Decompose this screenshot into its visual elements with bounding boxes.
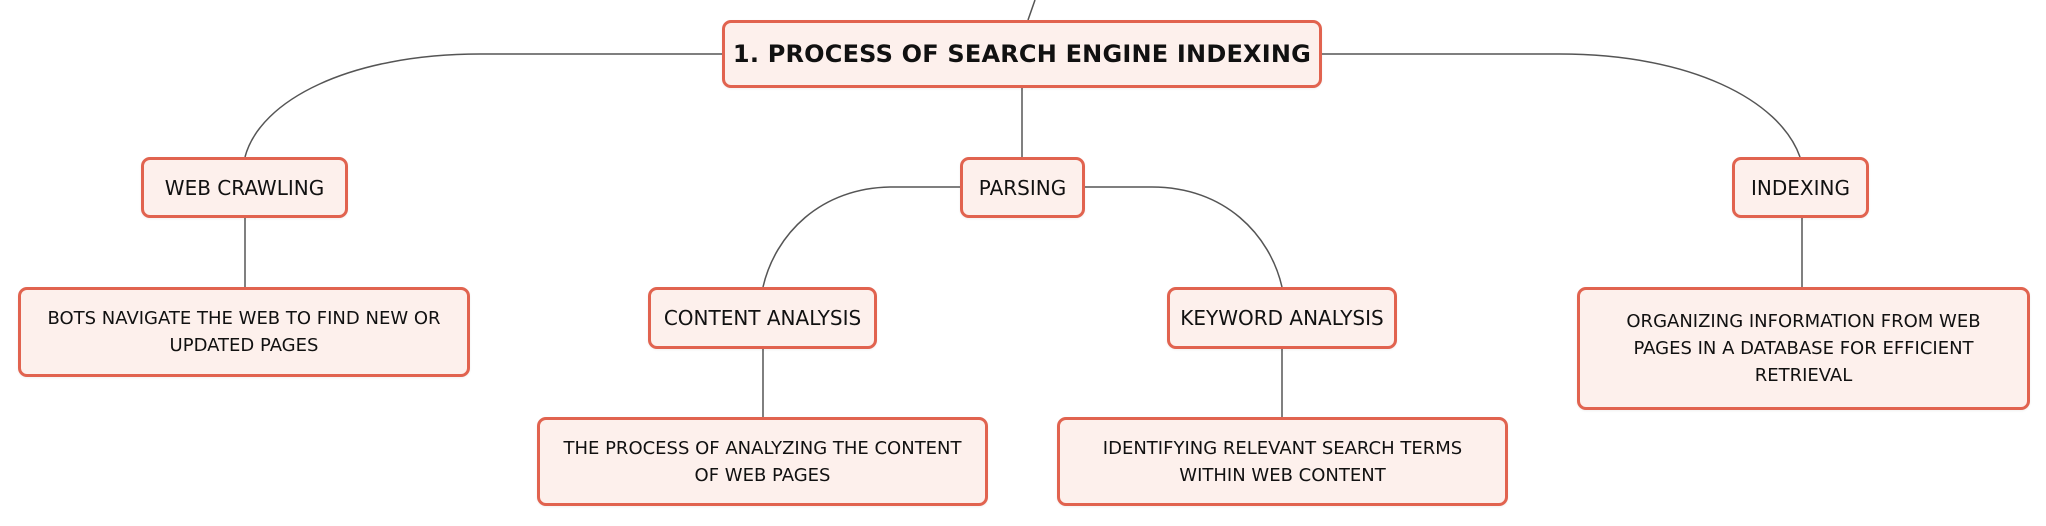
parsing-label: PARSING [978, 175, 1067, 200]
web-crawling-description: BOTS NAVIGATE THE WEB TO FIND NEW OR UPD… [47, 308, 441, 356]
indexing-node[interactable]: INDEXING [1732, 157, 1869, 218]
keyword-analysis-description: IDENTIFYING RELEVANT SEARCH TERMS WITHIN… [1102, 437, 1463, 486]
indexing-label: INDEXING [1751, 175, 1850, 200]
web-crawling-description-node[interactable]: BOTS NAVIGATE THE WEB TO FIND NEW OR UPD… [18, 287, 470, 377]
web-crawling-node[interactable]: WEB CRAWLING [141, 157, 348, 218]
content-analysis-node[interactable]: CONTENT ANALYSIS [648, 287, 877, 349]
connector-parsing-to-keyword-analysis [1085, 186, 1283, 288]
connector-parent-to-root [1027, 0, 1036, 21]
connector-parsing-to-content-analysis [762, 186, 960, 288]
root-topic-node[interactable]: 1. PROCESS OF SEARCH ENGINE INDEXING [722, 20, 1322, 88]
indexing-description-node[interactable]: ORGANIZING INFORMATION FROM WEB PAGES IN… [1577, 287, 2030, 410]
web-crawling-label: WEB CRAWLING [164, 175, 325, 200]
content-analysis-description-node[interactable]: THE PROCESS OF ANALYZING THE CONTENT OF … [537, 417, 988, 506]
content-analysis-label: CONTENT ANALYSIS [663, 306, 862, 330]
content-analysis-description: THE PROCESS OF ANALYZING THE CONTENT OF … [563, 437, 962, 486]
connector-root-to-indexing [1322, 53, 1801, 158]
connector-root-to-web-crawling [244, 53, 722, 158]
keyword-analysis-label: KEYWORD ANALYSIS [1180, 306, 1384, 330]
indexing-description: ORGANIZING INFORMATION FROM WEB PAGES IN… [1626, 311, 1981, 386]
keyword-analysis-description-node[interactable]: IDENTIFYING RELEVANT SEARCH TERMS WITHIN… [1057, 417, 1508, 506]
parsing-node[interactable]: PARSING [960, 157, 1085, 218]
root-topic-label: 1. PROCESS OF SEARCH ENGINE INDEXING [732, 40, 1312, 68]
keyword-analysis-node[interactable]: KEYWORD ANALYSIS [1167, 287, 1397, 349]
